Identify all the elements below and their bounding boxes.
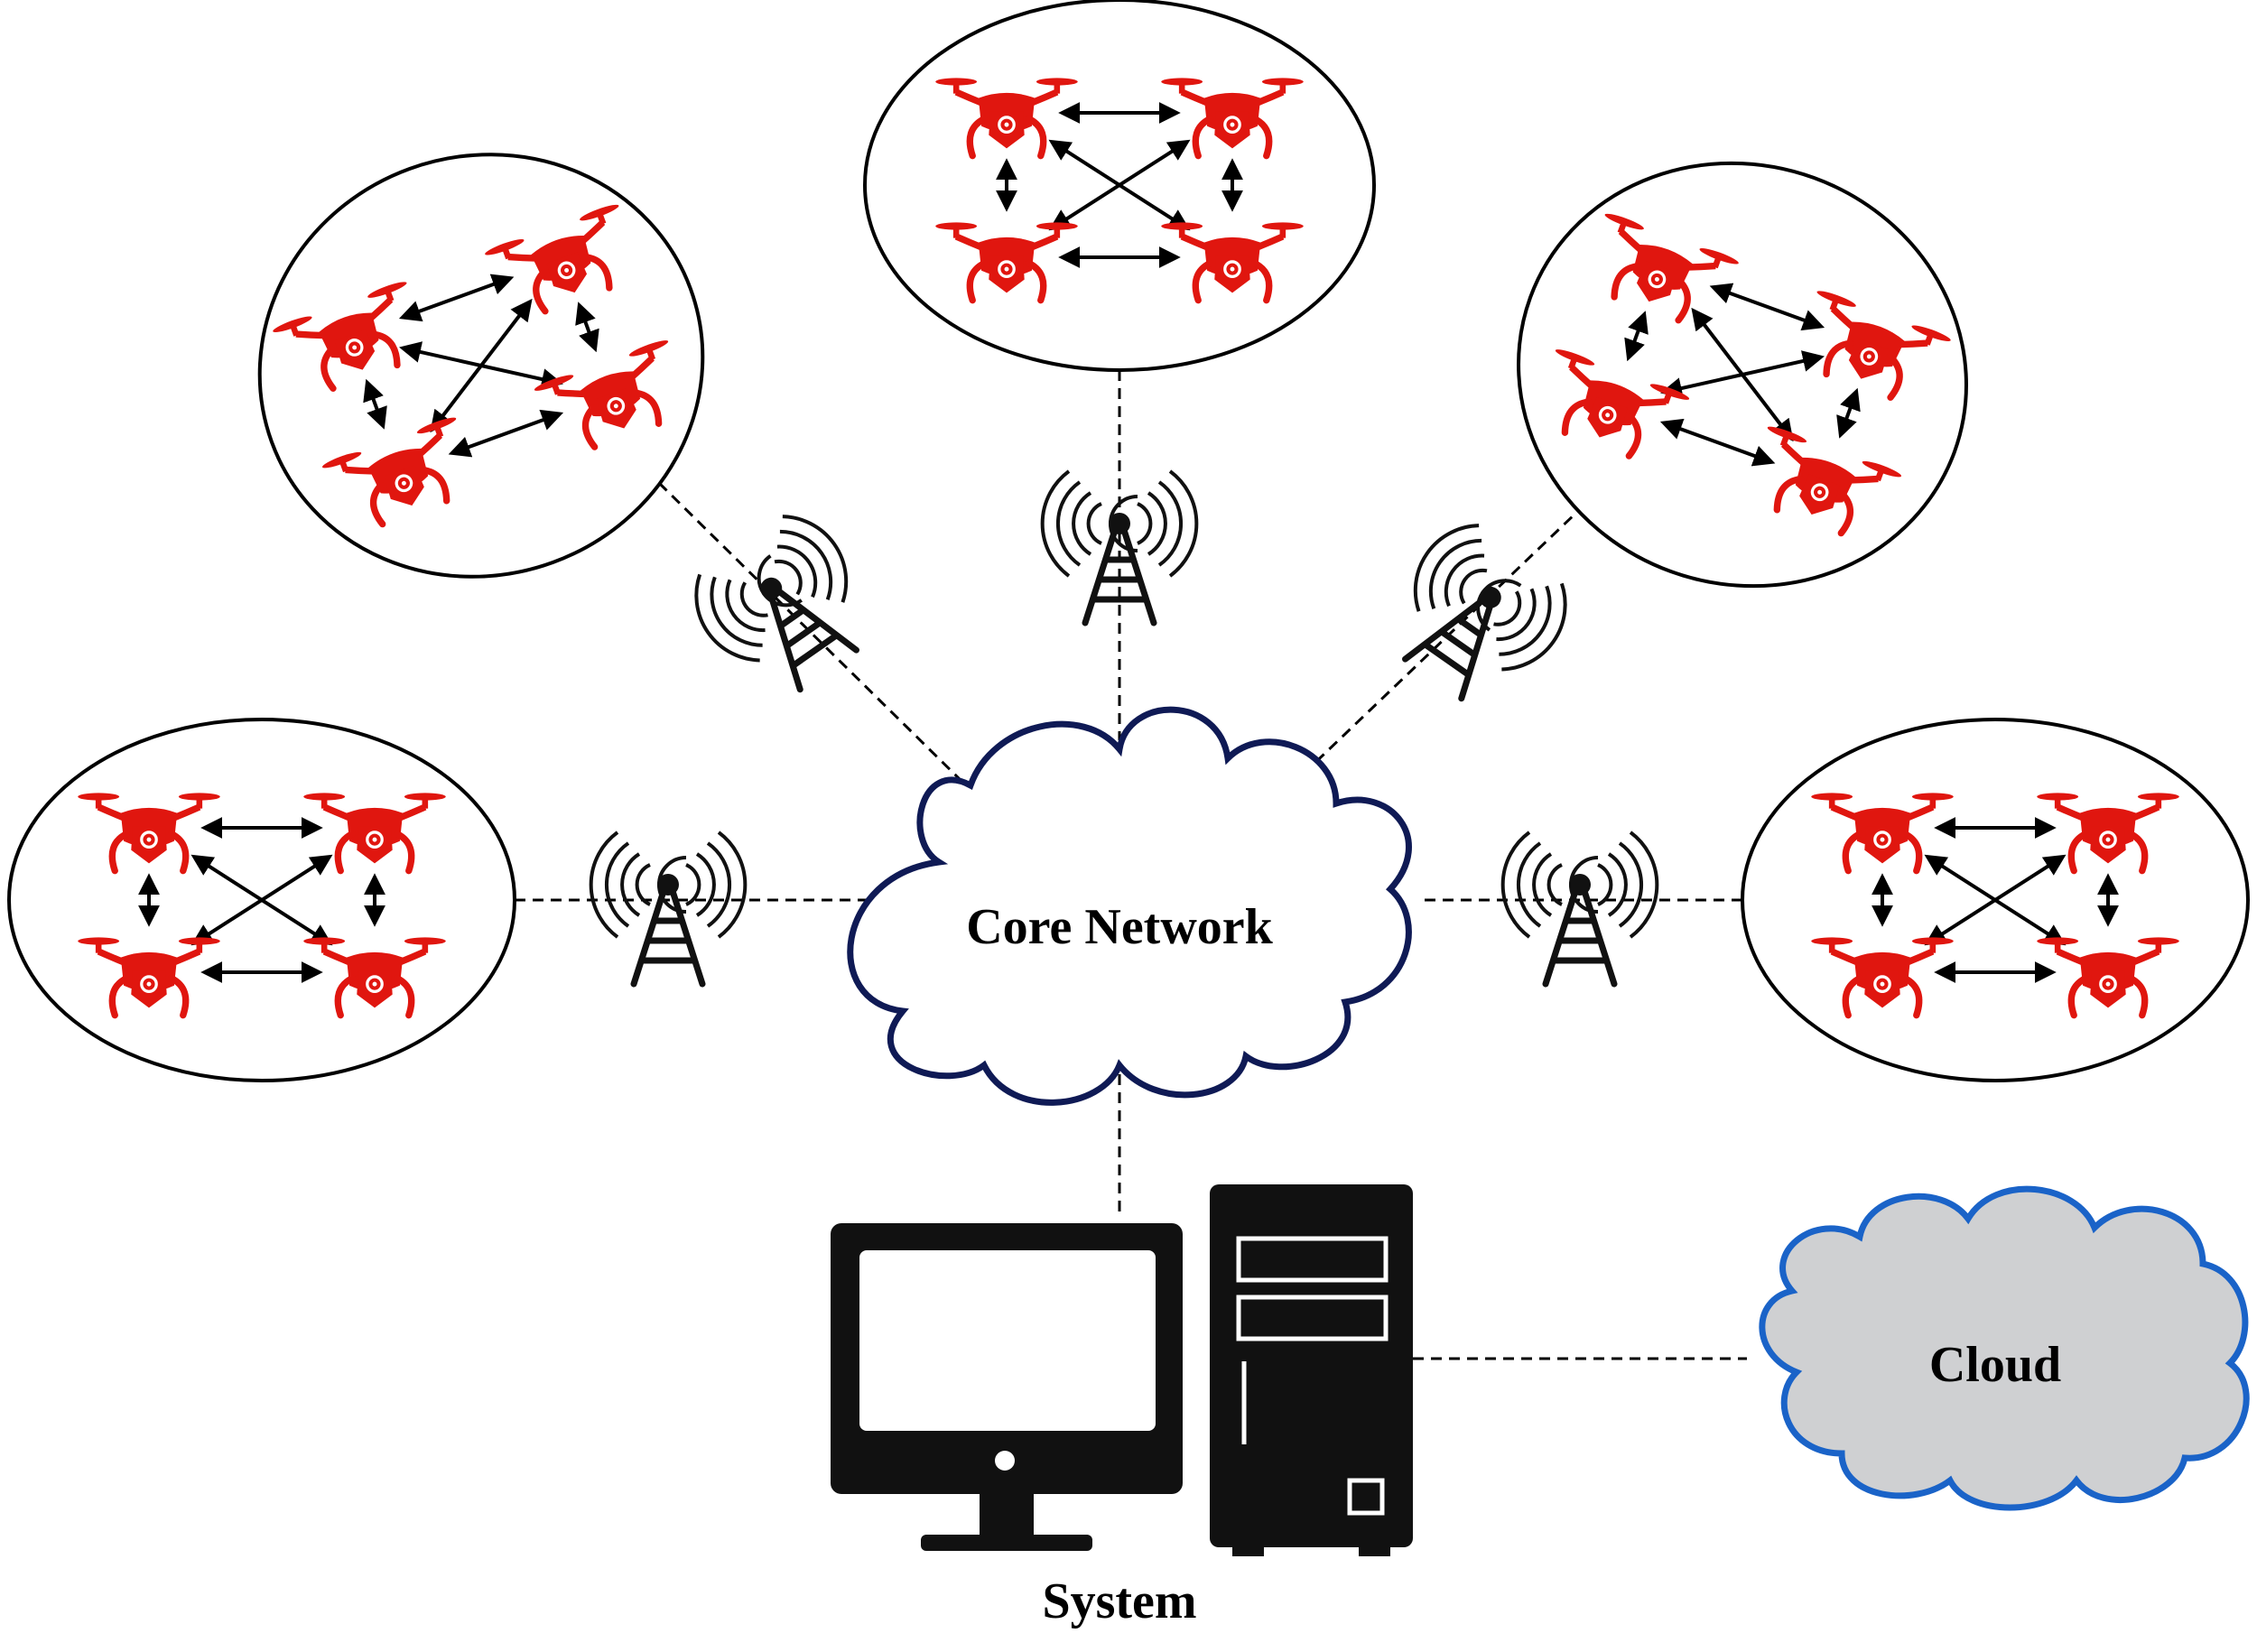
link-arrow <box>1659 418 1776 467</box>
link-arrow <box>1836 387 1861 439</box>
cloud-shape <box>1759 1185 2250 1511</box>
link-arrow <box>1048 139 1191 231</box>
swarm-upper-right-group <box>1530 211 1952 546</box>
link-arrow <box>1624 311 1649 362</box>
pc-tower-icon <box>1210 1184 1413 1556</box>
link-arrow <box>1660 350 1825 399</box>
link-arrow <box>1924 854 2067 946</box>
radio-tower-icon <box>1503 832 1658 984</box>
desktop-monitor-icon <box>831 1223 1183 1551</box>
link-arrow <box>190 854 333 946</box>
link-arrow <box>575 302 599 353</box>
radio-tower-icon <box>1043 471 1197 623</box>
swarm-top-group <box>935 78 1304 300</box>
link-arrow <box>363 378 387 430</box>
swarm-right-group <box>1811 793 2179 1015</box>
link-arrow <box>398 274 515 322</box>
cloud-label: Cloud <box>1929 1337 2061 1393</box>
link-arrow <box>448 409 564 458</box>
swarm-upper-left-group <box>272 202 693 537</box>
radio-tower-icon <box>591 832 746 984</box>
link-arrow <box>1709 283 1825 331</box>
radio-tower-icon <box>678 501 891 714</box>
radio-tower-icon <box>1370 510 1584 723</box>
system-label: System <box>1042 1573 1196 1629</box>
swarm-left-group <box>78 793 446 1015</box>
core-network-cloud <box>847 706 1412 1106</box>
core-network-label: Core Network <box>966 899 1273 955</box>
link-arrow <box>430 298 533 433</box>
